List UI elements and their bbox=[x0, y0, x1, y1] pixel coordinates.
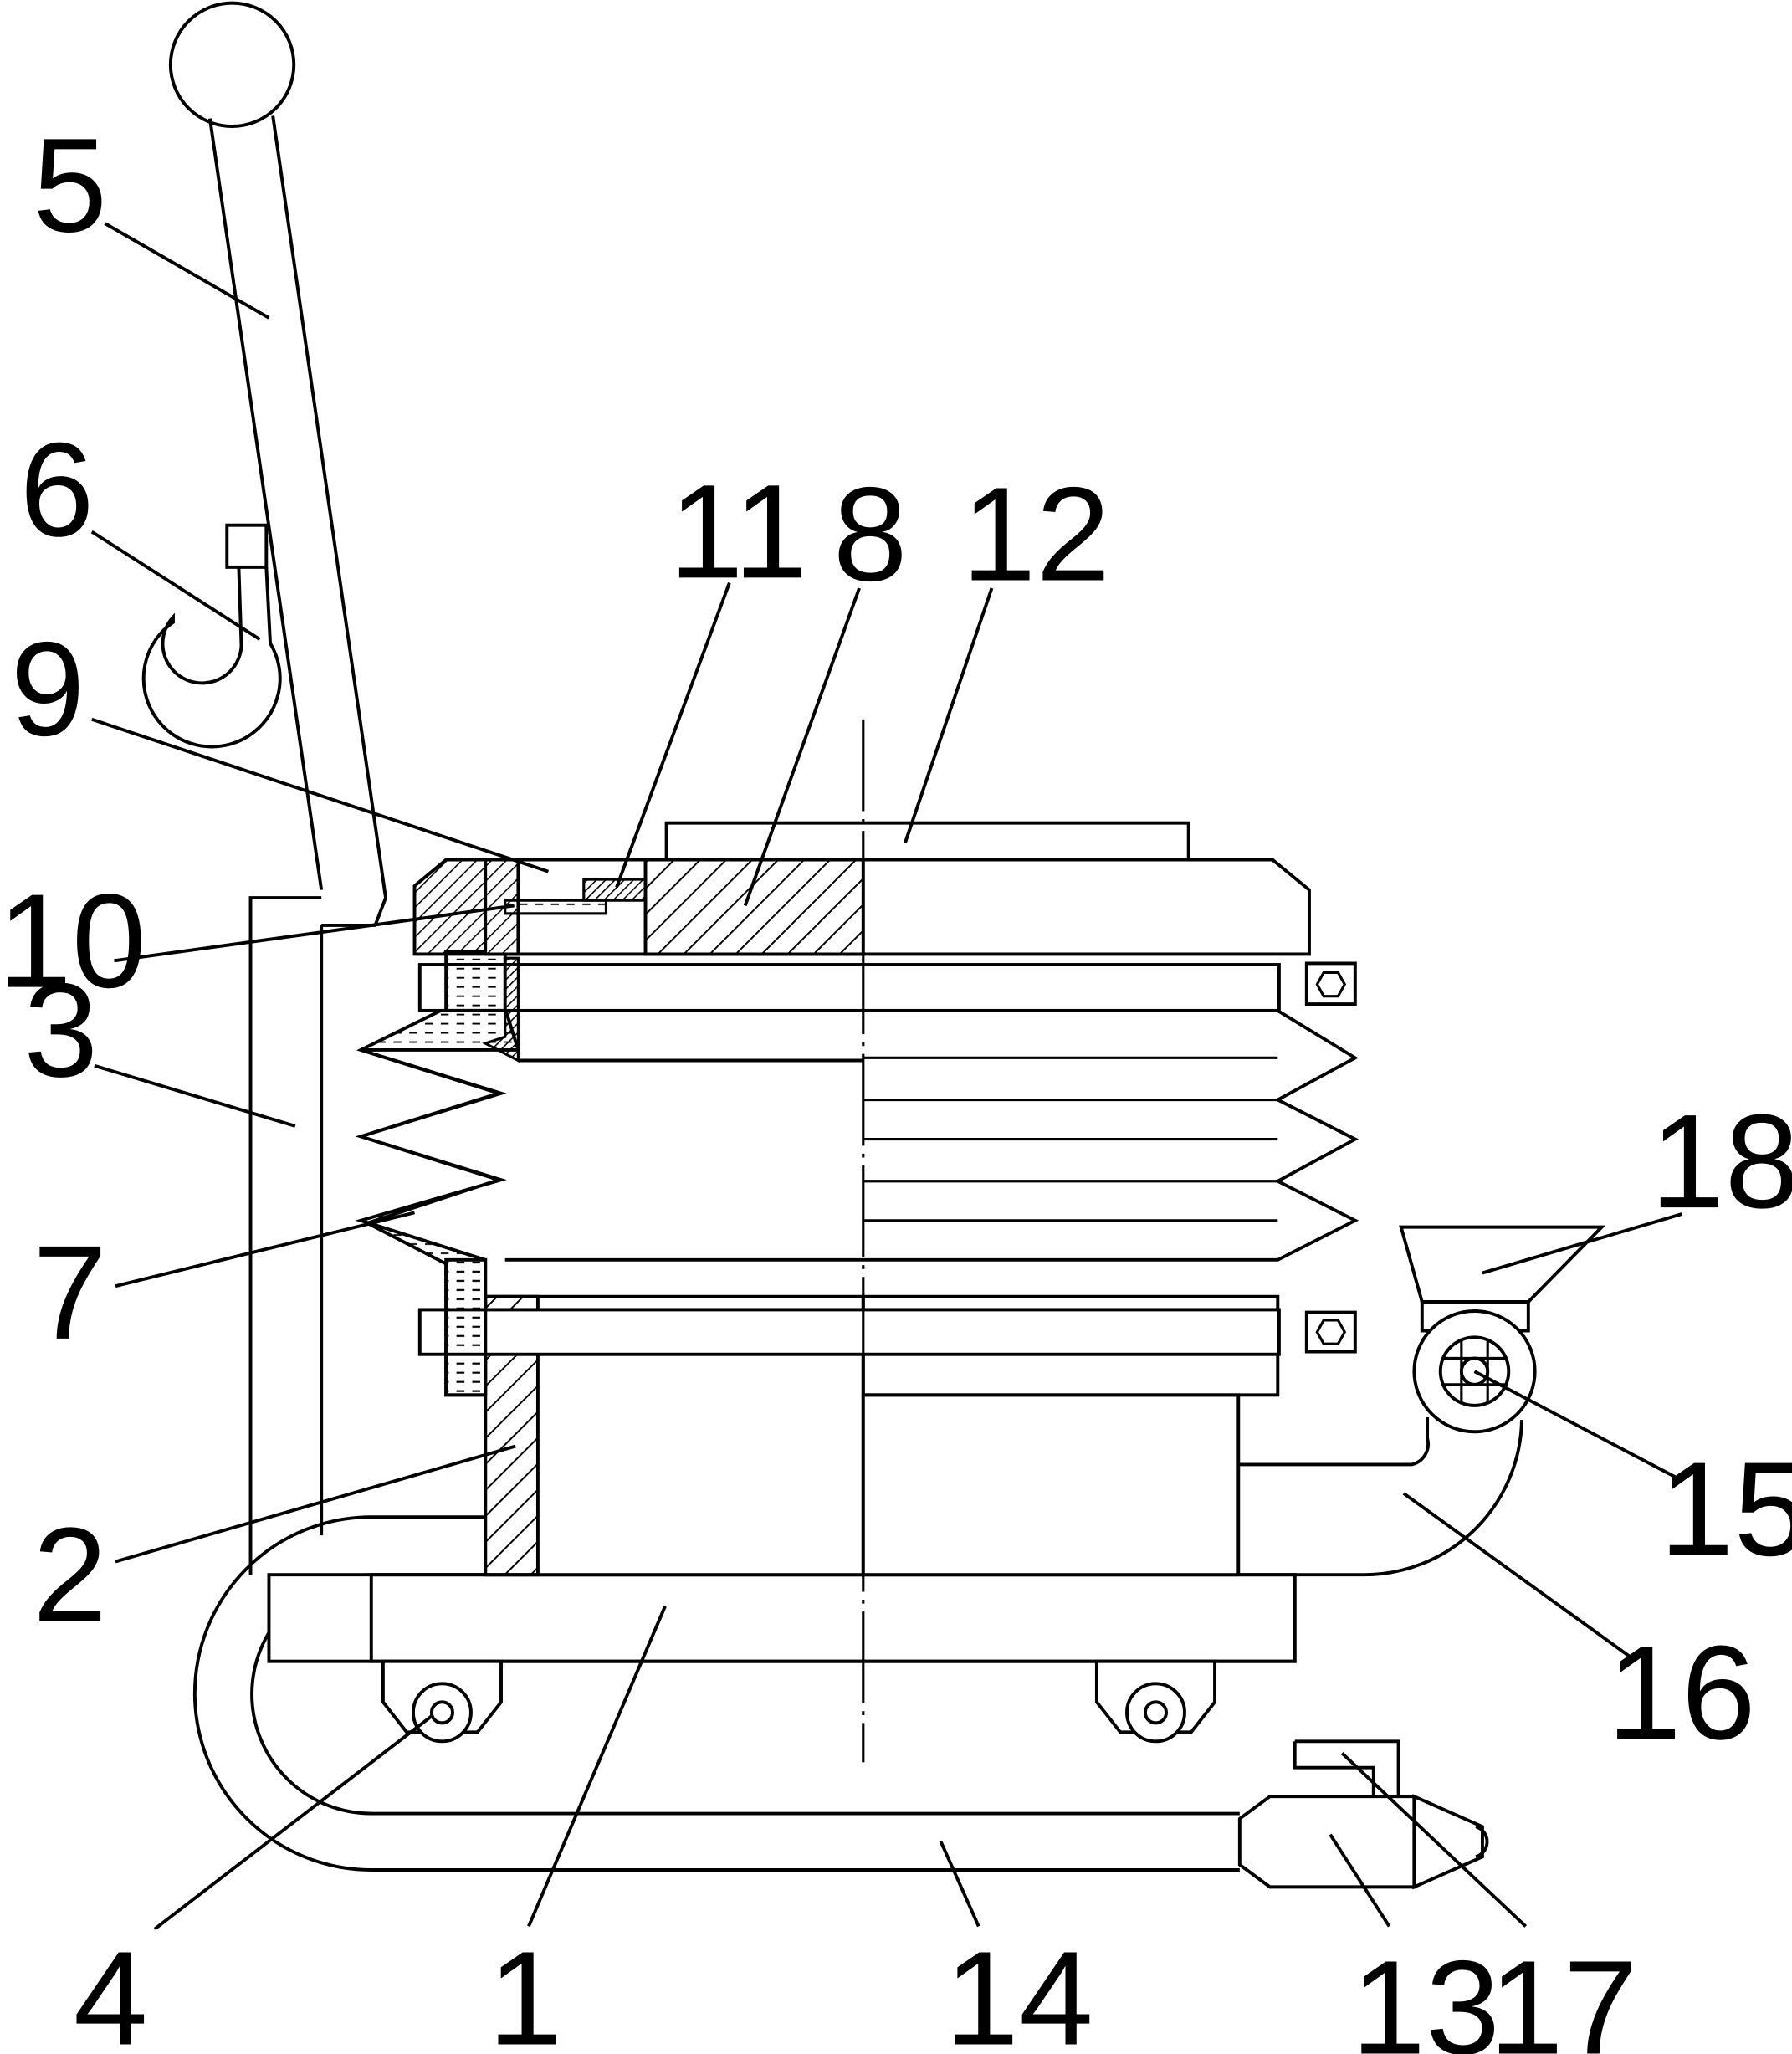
label-14: 14 bbox=[945, 1923, 1093, 2054]
bellows-section bbox=[355, 963, 521, 1397]
label-3: 3 bbox=[23, 955, 98, 1104]
label-1: 1 bbox=[488, 1923, 562, 2054]
cap-block-8 bbox=[643, 858, 865, 956]
label-2: 2 bbox=[33, 1499, 107, 1649]
label-8: 8 bbox=[833, 459, 908, 609]
upper-flange bbox=[417, 950, 1357, 1063]
hook bbox=[141, 523, 282, 749]
inlet-head bbox=[1399, 1225, 1606, 1434]
handle-ball bbox=[168, 1, 296, 128]
label-6: 6 bbox=[20, 414, 95, 564]
valve-assembly bbox=[1237, 1739, 1489, 1890]
label-10: 10 bbox=[0, 866, 146, 1016]
frame-column bbox=[248, 896, 324, 1575]
handle-assembly bbox=[168, 1, 388, 927]
bellows bbox=[355, 963, 1359, 1397]
top-plate-12 bbox=[664, 821, 1190, 862]
part-labels: 5 6 9 10 3 7 2 4 1 14 13 17 11 8 12 18 1… bbox=[0, 110, 1792, 2054]
slider-10 bbox=[504, 899, 608, 915]
label-9: 9 bbox=[11, 614, 85, 764]
label-13: 13 bbox=[1351, 1933, 1500, 2054]
label-7: 7 bbox=[33, 1217, 107, 1367]
bellows-right-profile bbox=[863, 1008, 1359, 1262]
label-11: 11 bbox=[669, 456, 808, 606]
label-15: 15 bbox=[1660, 1434, 1792, 1584]
label-18: 18 bbox=[1651, 1086, 1792, 1236]
leader-lines bbox=[90, 222, 1682, 1931]
seal-11 bbox=[582, 878, 648, 902]
label-5: 5 bbox=[33, 110, 107, 259]
label-12: 12 bbox=[961, 459, 1110, 609]
label-17: 17 bbox=[1489, 1933, 1638, 2054]
wheels bbox=[381, 1659, 1217, 1744]
pipe-16 bbox=[1238, 1417, 1523, 1577]
handle-rod bbox=[207, 118, 324, 890]
label-16: 16 bbox=[1607, 1617, 1756, 1767]
label-4: 4 bbox=[74, 1923, 148, 2054]
base-block bbox=[267, 1573, 1297, 1663]
